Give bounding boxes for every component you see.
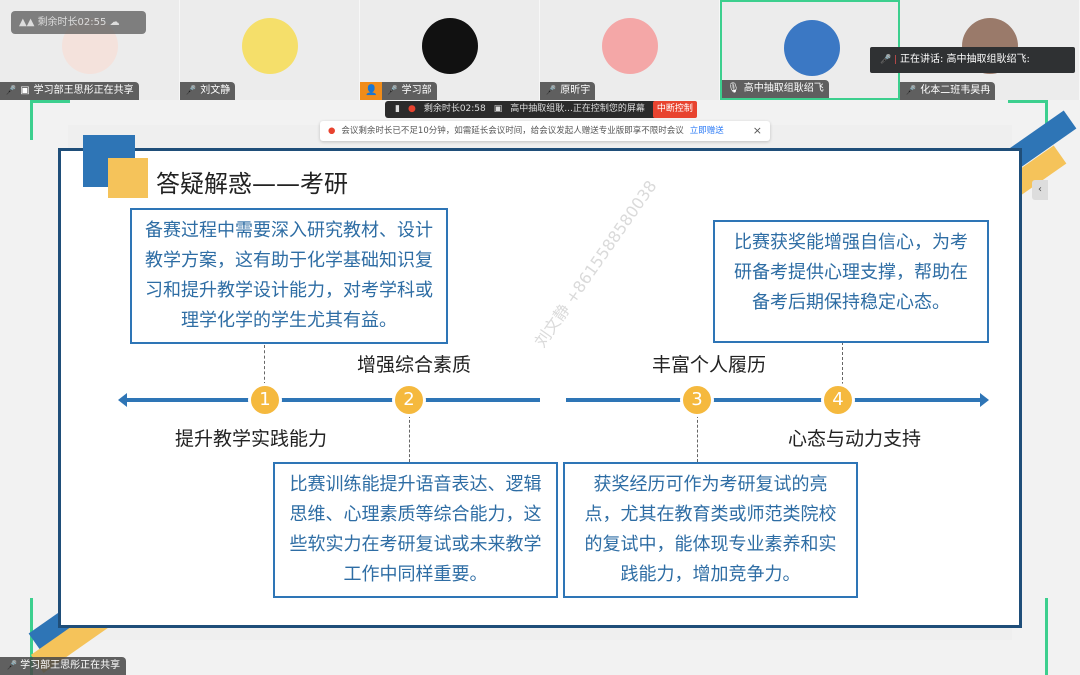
point-number: 1: [248, 383, 282, 417]
participant-name: 学习部王思彤正在共享: [33, 85, 134, 96]
speaking-text: 正在讲话: 高中抽取组耿绍飞:: [899, 54, 1030, 65]
timeline-right: [566, 398, 980, 402]
mic-muted-icon: 🎤: [5, 86, 17, 96]
arrow-right-icon: [980, 393, 989, 407]
point-label: 提升教学实践能力: [175, 428, 328, 450]
point-label: 丰富个人履历: [652, 354, 767, 376]
signal-icon: ▮: [395, 104, 400, 114]
notice-text: 会议剩余时长已不足10分钟，如需延长会议时间，给会议发起人赠送专业版即享不限时会…: [341, 126, 684, 136]
avatar: [422, 18, 478, 74]
mic-icon: 🎙: [727, 83, 740, 94]
participant-tile[interactable]: 🎤刘文静: [180, 0, 360, 100]
connector: [409, 415, 410, 462]
mic-muted-icon: 🎤 |: [880, 55, 900, 65]
time-notice: ● 会议剩余时长已不足10分钟，如需延长会议时间，给会议发起人赠送专业版即享不限时…: [320, 121, 770, 141]
point-number: 3: [680, 383, 714, 417]
point-number: 2: [392, 383, 426, 417]
point-label: 心态与动力支持: [788, 428, 922, 450]
title-decor: [108, 158, 148, 198]
point-detail-box: 获奖经历可作为考研复试的亮点，尤其在教育类或师范类院校的复试中，能体现专业素养和…: [563, 462, 858, 598]
participant-name: 原昕宇: [560, 85, 591, 96]
screen-icon: ▣: [493, 104, 503, 114]
gift-now-link[interactable]: 立即赠送: [689, 126, 724, 136]
arrow-left-icon: [118, 393, 127, 407]
participant-name: 化本二班韦昊冉: [920, 85, 991, 96]
participant-tile[interactable]: 👤🎤学习部: [360, 0, 540, 100]
share-icon: ▣: [20, 85, 30, 96]
speaking-indicator: 🎤 | 正在讲话: 高中抽取组耿绍飞:: [870, 47, 1075, 73]
point-label: 增强综合素质: [357, 354, 472, 376]
sharing-status-text: 学习部王思彤正在共享: [20, 660, 121, 671]
stop-control-button[interactable]: 中断控制: [652, 101, 697, 118]
cloud-icon[interactable]: ☁: [109, 17, 120, 28]
point-detail-box: 比赛训练能提升语音表达、逻辑思维、心理素质等综合能力，这些软实力在考研复试或未来…: [273, 462, 558, 598]
frame-corner: [1008, 598, 1048, 675]
connector: [264, 345, 265, 385]
point-number: 4: [821, 383, 855, 417]
mic-muted-icon: 🎤: [6, 661, 21, 671]
avatar: [602, 18, 658, 74]
host-icon: 👤: [360, 82, 383, 100]
participant-tile-active[interactable]: 🎙高中抽取组耿绍飞: [720, 0, 900, 100]
slide-title: 答疑解惑——考研: [156, 170, 348, 198]
collapse-panel-button[interactable]: ‹: [1032, 180, 1048, 200]
participant-tile[interactable]: 🎤▣学习部王思彤正在共享 ▲▲ 剩余时长02:55 ☁: [0, 0, 180, 100]
participant-tile[interactable]: 🎤原昕宇: [540, 0, 720, 100]
mic-muted-icon: 🎤: [386, 86, 398, 96]
controller-text: 高中抽取组耿...正在控制您的屏幕: [510, 104, 645, 114]
point-detail-box: 比赛获奖能增强自信心，为考研备考提供心理支撑，帮助在备考后期保持稳定心态。: [713, 220, 989, 343]
connector: [842, 342, 843, 385]
timer-pill: ▲▲ 剩余时长02:55 ☁: [11, 11, 146, 34]
timeline-left: [124, 398, 540, 402]
connector: [697, 415, 698, 462]
warning-icon: ●: [328, 126, 336, 136]
participant-name: 学习部: [401, 85, 432, 96]
frame-corner: [30, 100, 70, 140]
remaining-time: 剩余时长02:55: [37, 17, 107, 28]
participant-name: 高中抽取组耿绍飞: [743, 83, 824, 94]
close-icon[interactable]: ×: [752, 124, 762, 137]
control-remaining: 剩余时长02:58: [423, 104, 486, 114]
remote-control-bar: ▮ ● 剩余时长02:58 ▣ 高中抽取组耿...正在控制您的屏幕中断控制: [385, 101, 697, 118]
mic-muted-icon: 🎤: [185, 86, 197, 96]
logo-icon: ▲▲: [19, 17, 38, 28]
avatar: [784, 20, 840, 76]
participant-name: 刘文静: [200, 85, 231, 96]
alert-icon: ●: [407, 104, 416, 114]
sharing-status: 🎤 学习部王思彤正在共享: [0, 657, 127, 675]
mic-muted-icon: 🎤: [905, 86, 917, 96]
point-detail-box: 备赛过程中需要深入研究教材、设计教学方案，这有助于化学基础知识复习和提升教学设计…: [130, 208, 448, 344]
mic-muted-icon: 🎤: [545, 86, 557, 96]
avatar: [242, 18, 298, 74]
frame-corner: [1008, 100, 1048, 140]
